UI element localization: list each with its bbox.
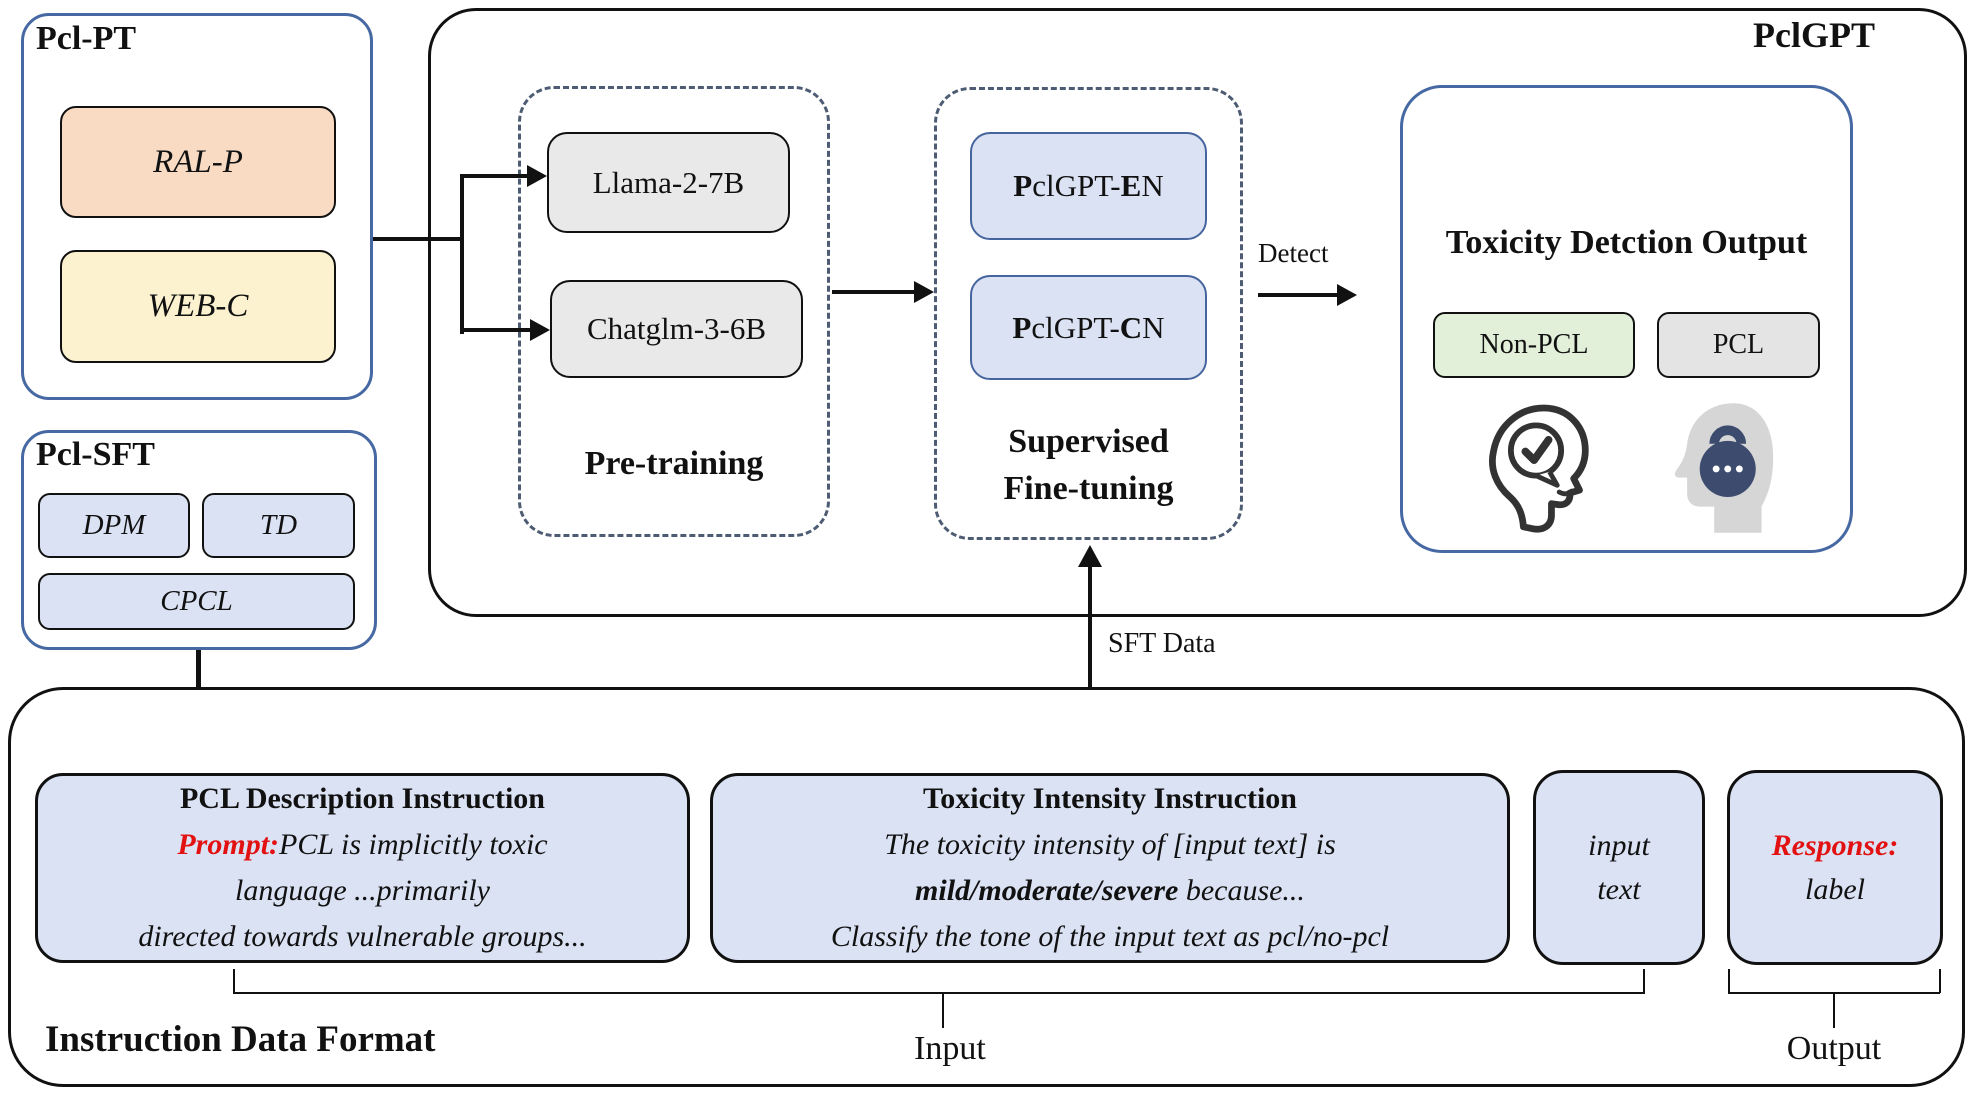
fork-branch-top-line xyxy=(462,174,529,178)
pclgpt-cn-label: PclGPT-CN xyxy=(1012,309,1165,345)
arrowhead-detect xyxy=(1337,284,1357,306)
pcl-description-line3: directed towards vulnerable groups... xyxy=(138,920,587,953)
sft-data-label: SFT Data xyxy=(1108,628,1216,659)
input-brace-line xyxy=(233,992,1645,994)
web-c-box: WEB-C xyxy=(60,250,336,363)
chatglm-box: Chatglm-3-6B xyxy=(550,280,803,378)
sft-box xyxy=(934,87,1243,540)
arrowhead-sft-data xyxy=(1078,545,1102,567)
dpm-box: DPM xyxy=(38,493,190,558)
toxicity-instruction-title: Toxicity Intensity Instruction xyxy=(923,782,1297,815)
detect-label: Detect xyxy=(1258,238,1329,268)
llama-box: Llama-2-7B xyxy=(547,132,790,233)
cpcl-label: CPCL xyxy=(160,585,233,617)
chatglm-label: Chatglm-3-6B xyxy=(586,311,767,346)
response-value: label xyxy=(1805,872,1865,906)
output-brace-tick xyxy=(1833,994,1835,1028)
toxicity-instruction-line3: Classify the tone of the input text as p… xyxy=(830,920,1390,953)
pcl-description-box: PCL Description Instruction Prompt:PCL i… xyxy=(35,773,690,963)
arrowhead-to-chatglm xyxy=(530,319,550,341)
input-brace-right-hook xyxy=(1643,969,1645,993)
pcl-label: PCL xyxy=(1712,329,1765,360)
arrowhead-to-sft xyxy=(914,281,934,303)
response-box: Response: label xyxy=(1727,770,1943,965)
toxicity-instruction-box: Toxicity Intensity Instruction The toxic… xyxy=(710,773,1510,963)
detect-line xyxy=(1258,293,1338,297)
llama-label: Llama-2-7B xyxy=(592,164,745,200)
pcl-pt-title: Pcl-PT xyxy=(36,20,137,57)
prompt-label: Prompt: xyxy=(177,828,280,861)
sft-data-line xyxy=(1088,562,1092,687)
output-brace-left-hook xyxy=(1728,969,1730,993)
td-box: TD xyxy=(202,493,355,558)
pclgpt-cn-box: PclGPT-CN xyxy=(970,275,1207,380)
pcl-description-title: PCL Description Instruction xyxy=(179,782,545,815)
sft-label-line2: Fine-tuning xyxy=(1003,470,1174,507)
sft-label: Supervised Fine-tuning xyxy=(934,418,1243,512)
pclpt-feeder-line xyxy=(373,237,462,241)
non-pcl-label: Non-PCL xyxy=(1479,329,1589,360)
pclsft-down-line xyxy=(196,650,201,687)
response-label: Response: xyxy=(1771,828,1899,862)
web-c-label: WEB-C xyxy=(147,288,249,324)
sft-label-line1: Supervised xyxy=(1008,423,1169,460)
input-text-box: input text xyxy=(1533,770,1705,965)
pretraining-box xyxy=(518,86,830,537)
input-text-line1: input xyxy=(1588,828,1650,862)
pretraining-label: Pre-training xyxy=(584,445,764,482)
fork-branch-bottom-line xyxy=(462,328,532,332)
ral-p-box: RAL-P xyxy=(60,106,336,218)
ral-p-label: RAL-P xyxy=(153,143,243,180)
output-label: Output xyxy=(1786,1030,1882,1067)
input-text-line2: text xyxy=(1597,872,1641,906)
instruction-format-title: Instruction Data Format xyxy=(45,1019,436,1060)
pcl-description-line1: Prompt:PCL is implicitly toxic xyxy=(177,828,548,861)
cpcl-box: CPCL xyxy=(38,573,355,630)
non-pcl-box: Non-PCL xyxy=(1433,312,1635,378)
toxicity-output-title: Toxicity Detction Output xyxy=(1445,224,1808,261)
pcl-description-line2: language ...primarily xyxy=(235,874,490,907)
head-with-check-icon xyxy=(1478,394,1594,536)
input-brace-tick xyxy=(942,994,944,1028)
td-label: TD xyxy=(259,509,298,541)
input-brace-left-hook xyxy=(233,969,235,993)
toxicity-instruction-line2: mild/moderate/severe because... xyxy=(915,874,1305,907)
pclgpt-title: PclGPT xyxy=(1753,15,1875,55)
toxicity-instruction-line1: The toxicity intensity of [input text] i… xyxy=(884,828,1336,861)
output-brace-line xyxy=(1728,992,1940,994)
pclgpt-en-box: PclGPT-EN xyxy=(970,132,1207,240)
head-with-lock-icon xyxy=(1662,396,1778,538)
pretrain-to-sft-line xyxy=(832,290,916,294)
fork-vertical-line xyxy=(460,174,464,334)
input-label: Input xyxy=(914,1030,986,1067)
dpm-label: DPM xyxy=(82,509,146,541)
pclgpt-en-label: PclGPT-EN xyxy=(1013,168,1164,203)
arrowhead-to-llama xyxy=(527,165,547,187)
pcl-box: PCL xyxy=(1657,312,1820,378)
pcl-sft-title: Pcl-SFT xyxy=(36,436,155,473)
output-brace-right-hook xyxy=(1939,969,1941,993)
